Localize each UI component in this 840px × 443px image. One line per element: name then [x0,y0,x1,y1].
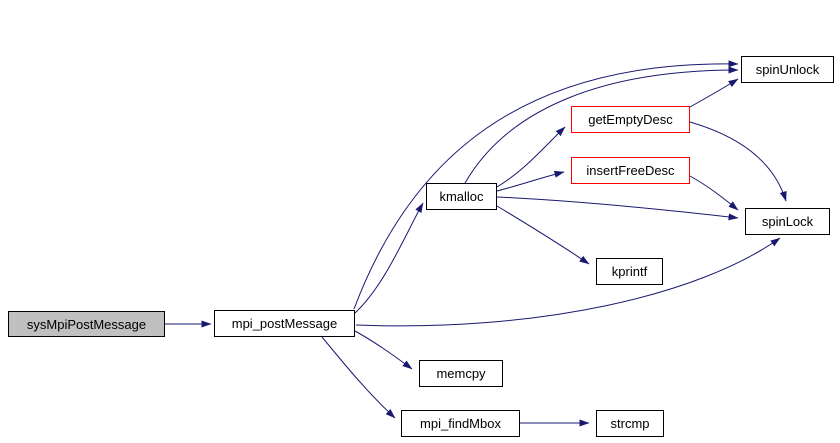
node-getEmptyDesc[interactable]: getEmptyDesc [571,106,690,133]
edge-getEmptyDesc-to-spinUnlock [689,78,739,108]
node-sysMpiPostMessage-label: sysMpiPostMessage [26,316,147,332]
edge-getEmptyDesc-to-spinLock [689,121,787,202]
node-insertFreeDesc[interactable]: insertFreeDesc [571,157,690,184]
node-memcpy-label: memcpy [436,366,486,381]
edge-mpi_postMessage-to-memcpy [354,330,413,370]
node-kmalloc-label: kmalloc [439,189,484,204]
edge-kmalloc-to-getEmptyDesc [496,126,566,188]
edge-mpi_postMessage-to-spinUnlock [353,60,739,310]
edge-mpi_postMessage-to-spinLock [355,237,781,327]
edge-kmalloc-to-insertFreeDesc [496,170,565,192]
node-spinLock-label: spinLock [761,214,814,229]
edge-insertFreeDesc-to-spinLock [689,175,739,211]
node-spinLock[interactable]: spinLock [745,208,830,235]
node-mpi_findMbox[interactable]: mpi_findMbox [401,410,520,437]
node-insertFreeDesc-label: insertFreeDesc [586,163,675,178]
edge-kmalloc-to-spinLock [496,196,739,221]
node-mpi_postMessage[interactable]: mpi_postMessage [214,310,355,337]
node-strcmp[interactable]: strcmp [596,410,664,437]
node-mpi_postMessage-label: mpi_postMessage [231,316,338,331]
node-spinUnlock[interactable]: spinUnlock [741,56,834,83]
node-spinUnlock-label: spinUnlock [755,62,820,77]
node-strcmp-label: strcmp [610,416,650,431]
edge-mpi_postMessage-to-kmalloc [354,202,424,314]
node-sysMpiPostMessage[interactable]: sysMpiPostMessage [8,311,165,337]
node-memcpy[interactable]: memcpy [419,360,503,387]
edge-kmalloc-to-kprintf [496,205,590,265]
node-getEmptyDesc-label: getEmptyDesc [588,112,673,127]
node-kmalloc[interactable]: kmalloc [426,183,497,210]
node-kprintf-label: kprintf [611,264,648,279]
node-mpi_findMbox-label: mpi_findMbox [420,416,501,431]
node-kprintf[interactable]: kprintf [596,258,663,285]
edge-mpi_postMessage-to-mpi_findMbox [321,336,396,419]
